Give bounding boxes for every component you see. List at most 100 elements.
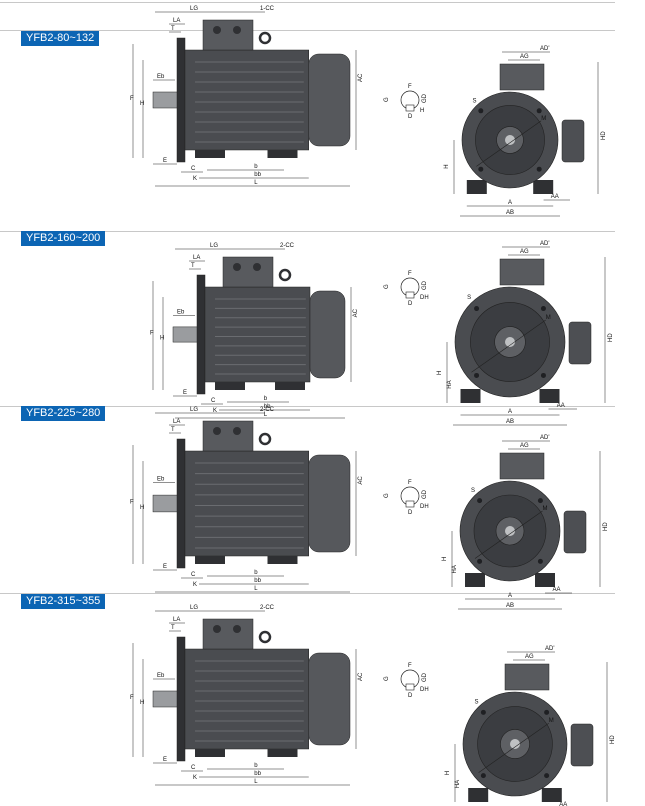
dimension-label: GD xyxy=(422,93,428,103)
dimension-label: GD xyxy=(422,672,428,682)
dimension-label: HA xyxy=(455,780,461,788)
flange-bolt-hole xyxy=(544,709,550,715)
section-title: YFB2-160~200 xyxy=(21,231,106,246)
dimension-label: T xyxy=(171,625,175,631)
lifting-eye xyxy=(258,630,272,644)
dimension-label: AC xyxy=(358,476,364,485)
dimension-label: F xyxy=(130,96,134,102)
key-slot xyxy=(405,683,415,691)
foot xyxy=(195,150,225,158)
dimension-label: S xyxy=(467,295,471,301)
dimension-label: AC xyxy=(358,73,364,82)
lifting-eye xyxy=(258,432,272,446)
dimension-label: A xyxy=(508,593,512,599)
dimension-label: 2-CC xyxy=(280,243,295,249)
dimension-label: S xyxy=(473,99,477,105)
dimension-label: b xyxy=(254,763,258,769)
dimension-label: AG xyxy=(520,249,529,255)
dimension-label: GD xyxy=(422,489,428,499)
dimension-label: M xyxy=(546,315,551,321)
section-divider-3 xyxy=(0,406,615,407)
flange-bolt-hole xyxy=(480,709,486,715)
dimension-label: F xyxy=(408,480,412,486)
section-divider-2 xyxy=(0,231,615,232)
dimension-label: DH xyxy=(420,687,429,693)
dimension-label: L xyxy=(254,779,258,785)
dimension-label: D xyxy=(408,510,413,516)
cable-gland xyxy=(233,26,241,34)
dimension-label: K xyxy=(193,582,197,588)
dimension-label: H xyxy=(420,108,424,114)
flange-bolt-hole xyxy=(478,108,484,114)
foot-left xyxy=(466,180,487,194)
dimension-label: G xyxy=(384,493,390,498)
dimension-label: AB xyxy=(506,603,514,609)
dimension-line xyxy=(471,319,546,373)
section-title: YFB2-225~280 xyxy=(21,406,106,421)
flange-bolt-hole xyxy=(477,558,483,564)
dimension-label: L xyxy=(254,180,258,186)
dimension-label: bb xyxy=(254,771,261,777)
dimension-label: T xyxy=(171,26,175,32)
dimension-label: GD xyxy=(422,280,428,290)
flange-bolt-hole xyxy=(537,558,543,564)
dimension-label: LA xyxy=(173,419,180,425)
dimension-label: D xyxy=(408,114,413,120)
dimension-label: Eb xyxy=(157,673,165,679)
dimension-label: DH xyxy=(420,295,429,301)
dimension-label: HD xyxy=(608,333,614,342)
dimension-label: Eb xyxy=(157,476,165,482)
dimension-label: AA xyxy=(551,194,559,200)
fan-cover xyxy=(308,53,351,147)
dimension-label: H xyxy=(140,101,144,107)
lifting-eye xyxy=(278,268,292,282)
terminal-box xyxy=(202,618,254,650)
cable-gland xyxy=(213,625,221,633)
dimension-label: A xyxy=(508,409,512,415)
section-divider-1 xyxy=(0,30,615,31)
dimension-label: HA xyxy=(447,380,453,388)
key-slot xyxy=(405,500,415,508)
dimension-label: L xyxy=(264,412,268,418)
side-terminal xyxy=(563,510,587,554)
motor-body xyxy=(184,49,309,151)
foot xyxy=(275,382,305,390)
foot xyxy=(267,749,298,757)
dimension-label: A xyxy=(508,200,512,206)
cable-gland xyxy=(233,625,241,633)
dimension-label: K xyxy=(193,775,197,781)
dimension-label: LA xyxy=(193,255,200,261)
shaft-end xyxy=(505,135,515,145)
fan-cover xyxy=(309,290,346,379)
dimension-label: H xyxy=(160,335,164,341)
dimension-label: AB xyxy=(506,210,514,216)
dimension-label: T xyxy=(191,263,195,269)
motor-body xyxy=(184,648,309,750)
dimension-label: LG xyxy=(190,605,198,611)
flange-bolt-hole xyxy=(477,498,483,504)
dimension-label: bb xyxy=(254,172,261,178)
dimension-label: F xyxy=(408,84,412,90)
shaft-end xyxy=(505,526,515,536)
dimension-label: AA xyxy=(557,403,565,409)
dimension-label: G xyxy=(384,284,390,289)
dimension-label: F xyxy=(408,663,412,669)
foot-left xyxy=(468,788,489,802)
foot xyxy=(195,749,225,757)
dimension-label: HD xyxy=(601,131,607,140)
section-divider-4 xyxy=(0,593,615,594)
dimension-label: F xyxy=(408,271,412,277)
foot-right xyxy=(533,180,554,194)
cable-gland xyxy=(213,26,221,34)
section-title: YFB2-80~132 xyxy=(21,31,100,46)
flange-bolt-hole xyxy=(540,372,546,378)
dimension-label: AG xyxy=(525,654,534,660)
